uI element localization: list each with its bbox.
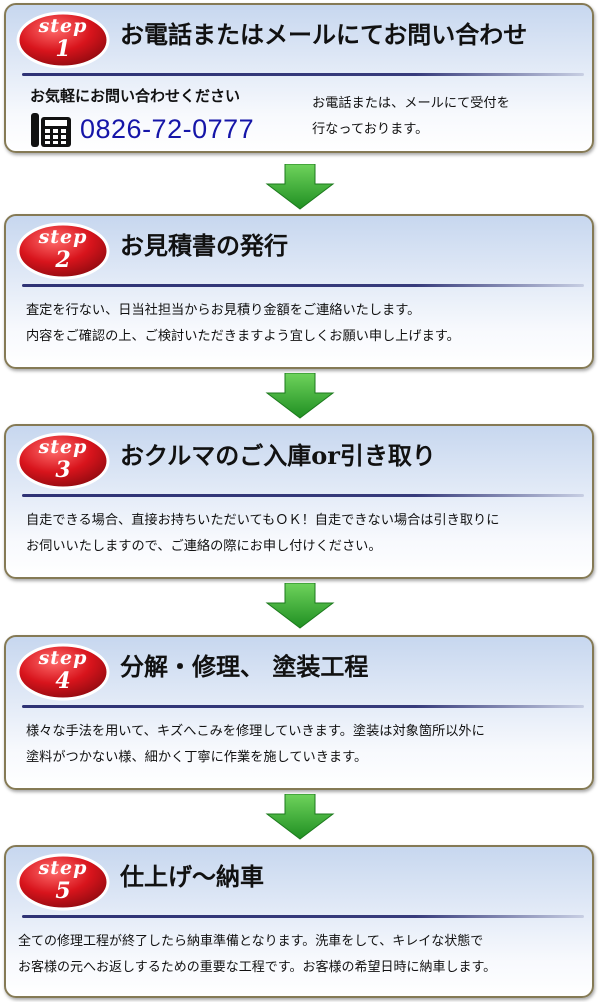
badge-step-word: step	[38, 226, 88, 248]
badge-ellipse-icon	[16, 222, 110, 280]
step-card-3: step 3 おクルマのご入庫or引き取り 自走できる場合、直接お持ちいただいて…	[4, 424, 594, 579]
step-card-1: step 1 お電話またはメールにてお問い合わせ お気軽にお問い合わせください …	[4, 3, 594, 153]
badge-ellipse-icon	[16, 643, 110, 701]
text-line: 全ての修理工程が終了したら納車準備となります。洗車をして、キレイな状態で	[18, 934, 484, 949]
arrow-down-icon	[265, 373, 335, 419]
contact-description: お電話または、メールにて受付を 行なっております。	[312, 91, 510, 143]
text-line: 塗料がつかない様、細かく丁寧に作業を施していきます。	[26, 750, 368, 765]
step-title: 分解・修理、 塗装工程	[120, 652, 369, 681]
title-divider	[22, 494, 584, 497]
step-badge-5: step 5	[16, 853, 110, 911]
badge-step-number: 5	[55, 878, 71, 904]
badge-ellipse-icon	[16, 11, 110, 69]
step-title: お電話またはメールにてお問い合わせ	[120, 20, 528, 49]
text-line: お電話または、メールにて受付を	[312, 96, 510, 111]
step-description: 自走できる場合、直接お持ちいただいてもＯＫ！自走できない場合は引き取りに お伺い…	[26, 508, 584, 560]
title-divider	[22, 284, 584, 287]
step-card-2: step 2 お見積書の発行 査定を行ない、日当社担当からお見積り金額をご連絡い…	[4, 214, 594, 369]
step-title: おクルマのご入庫or引き取り	[120, 441, 436, 470]
step-description: 様々な手法を用いて、キズへこみを修理していきます。塗装は対象箇所以外に 塗料がつ…	[26, 719, 584, 771]
step-title: 仕上げ～納車	[120, 862, 264, 891]
title-divider	[22, 915, 584, 918]
badge-step-number: 3	[55, 457, 71, 483]
arrow-down-icon	[265, 164, 335, 210]
text-line: 内容をご確認の上、ご検討いただきますよう宜しくお願い申し上げます。	[26, 329, 460, 344]
phone-number-link[interactable]: 0826-72-0777	[80, 114, 255, 144]
step-badge-1: step 1	[16, 11, 110, 69]
step-card-4: step 4 分解・修理、 塗装工程 様々な手法を用いて、キズへこみを修理してい…	[4, 635, 594, 790]
badge-step-number: 1	[55, 36, 71, 62]
step-description: 全ての修理工程が終了したら納車準備となります。洗車をして、キレイな状態で お客様…	[18, 929, 584, 981]
text-line: 行なっております。	[312, 122, 429, 137]
contact-label: お気軽にお問い合わせください	[30, 87, 241, 105]
arrow-down-icon	[265, 794, 335, 840]
badge-step-word: step	[38, 647, 88, 669]
step-card-5: step 5 仕上げ～納車 全ての修理工程が終了したら納車準備となります。洗車を…	[4, 845, 594, 998]
badge-step-word: step	[38, 857, 88, 879]
badge-step-number: 4	[55, 668, 71, 694]
telephone-icon	[31, 113, 71, 147]
step-badge-2: step 2	[16, 222, 110, 280]
step-description: 査定を行ない、日当社担当からお見積り金額をご連絡いたします。 内容をご確認の上、…	[26, 298, 584, 350]
title-divider	[22, 73, 584, 76]
text-line: 自走できる場合、直接お持ちいただいてもＯＫ！自走できない場合は引き取りに	[26, 513, 500, 528]
text-line: 様々な手法を用いて、キズへこみを修理していきます。塗装は対象箇所以外に	[26, 724, 485, 739]
title-divider	[22, 705, 584, 708]
arrow-down-icon	[265, 583, 335, 629]
text-line: 査定を行ない、日当社担当からお見積り金額をご連絡いたします。	[26, 303, 421, 318]
step-title: お見積書の発行	[120, 231, 288, 260]
badge-ellipse-icon	[16, 432, 110, 490]
badge-step-word: step	[38, 436, 88, 458]
step-badge-3: step 3	[16, 432, 110, 490]
text-line: お客様の元へお返しするための重要な工程です。お客様の希望日時に納車します。	[18, 960, 497, 975]
badge-ellipse-icon	[16, 853, 110, 911]
badge-step-word: step	[38, 15, 88, 37]
step-badge-4: step 4	[16, 643, 110, 701]
badge-step-number: 2	[55, 247, 71, 273]
text-line: お伺いいたしますので、ご連絡の際にお申し付けください。	[26, 539, 382, 554]
